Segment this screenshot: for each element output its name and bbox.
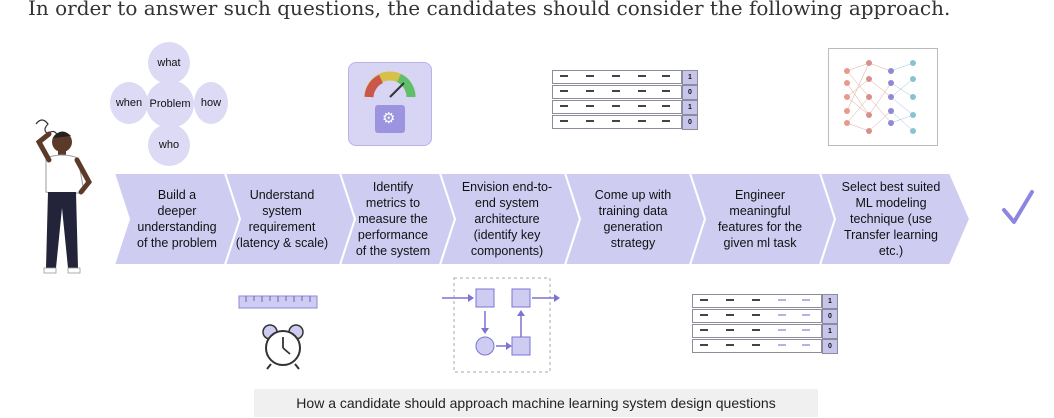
table-label: 1: [822, 294, 838, 309]
table-label: 0: [822, 309, 838, 324]
step-line: training data: [598, 204, 668, 218]
step-line: Transfer learning: [843, 228, 938, 242]
step-7-label: Select best suited ML modeling technique (…: [838, 179, 945, 259]
step-line: technique (use: [849, 212, 932, 226]
gear-icon: ⚙: [382, 110, 396, 127]
step-line: given ml task: [723, 236, 797, 250]
step-line: architecture: [474, 212, 540, 226]
step-4-text: Envision end-to-end system architecture (i…: [452, 173, 562, 265]
step-line: etc.): [878, 244, 904, 258]
step-3-text: Identify metrics to measure the performance…: [348, 173, 438, 265]
step-6-text: Engineer meaningful features for the given …: [700, 173, 820, 265]
step-7-text: Select best suited ML modeling technique (…: [830, 173, 952, 265]
step-line: of the system: [355, 244, 431, 258]
thinking-person-icon: [35, 119, 92, 274]
step-line: Come up with: [594, 188, 672, 202]
gauge-icon: [364, 71, 416, 133]
step-line: components): [470, 244, 544, 258]
architecture-diagram-icon: [442, 277, 560, 373]
table-label: 1: [682, 70, 698, 85]
check-mark-icon: [1002, 190, 1034, 224]
step-line: Select best suited: [841, 180, 941, 194]
step-line: (identify key: [473, 228, 541, 242]
table-label: 0: [682, 115, 698, 130]
table-label: 0: [682, 85, 698, 100]
ruler-icon: [238, 295, 318, 309]
bubble-who: who: [148, 124, 190, 166]
step-line: system: [262, 204, 302, 218]
bubble-how: how: [194, 82, 228, 124]
step-1-text: Build a deeper understanding of the problem: [130, 173, 224, 265]
step-line: Build a: [157, 188, 197, 202]
bubble-problem: Problem: [146, 80, 194, 128]
step-line: Engineer: [734, 188, 786, 202]
step-3-label: Identify metrics to measure the performance…: [352, 179, 434, 259]
training-data-table-bottom: 1 0 1 0: [692, 294, 842, 356]
chevron-7: [818, 172, 972, 266]
figure-caption: How a candidate should approach machine …: [254, 389, 818, 417]
bubble-what: what: [148, 42, 190, 84]
step-line: requirement: [248, 220, 316, 234]
table-label: 1: [822, 324, 838, 339]
step-4-label: Envision end-to-end system architecture (i…: [458, 179, 556, 259]
neural-network-icon: [828, 48, 938, 146]
step-line: understanding: [137, 220, 217, 234]
alarm-clock-icon: [262, 324, 304, 370]
step-6-label: Engineer meaningful features for the given …: [714, 187, 806, 251]
table-label: 0: [822, 339, 838, 354]
step-line: (latency & scale): [235, 236, 329, 250]
table-label: 1: [682, 100, 698, 115]
step-2-label: Understand system requirement (latency & sc…: [232, 187, 332, 251]
gauge-card: ⚙: [348, 62, 432, 146]
step-line: of the problem: [137, 236, 217, 250]
step-line: Envision end-to-: [461, 180, 553, 194]
step-line: features for the: [717, 220, 803, 234]
training-data-table-top: 1 0 1 0: [552, 70, 702, 132]
step-2-text: Understand system requirement (latency & sc…: [228, 173, 336, 265]
intro-text: In order to answer such questions, the c…: [28, 0, 951, 20]
bubble-when: when: [110, 82, 148, 124]
step-line: Identify: [372, 180, 414, 194]
step-line: metrics to: [365, 196, 421, 210]
step-line: generation: [603, 220, 663, 234]
step-1-label: Build a deeper understanding of the problem: [133, 187, 221, 251]
step-line: performance: [357, 228, 429, 242]
step-line: ML modeling: [855, 196, 927, 210]
step-line: strategy: [610, 236, 656, 250]
step-line: end system: [475, 196, 539, 210]
step-line: meaningful: [729, 204, 791, 218]
step-line: Understand: [249, 188, 315, 202]
step-line: deeper: [157, 204, 197, 218]
step-5-text: Come up with training data generation strat…: [578, 173, 688, 265]
step-line: measure the: [358, 212, 428, 226]
step-5-label: Come up with training data generation strat…: [591, 187, 675, 251]
